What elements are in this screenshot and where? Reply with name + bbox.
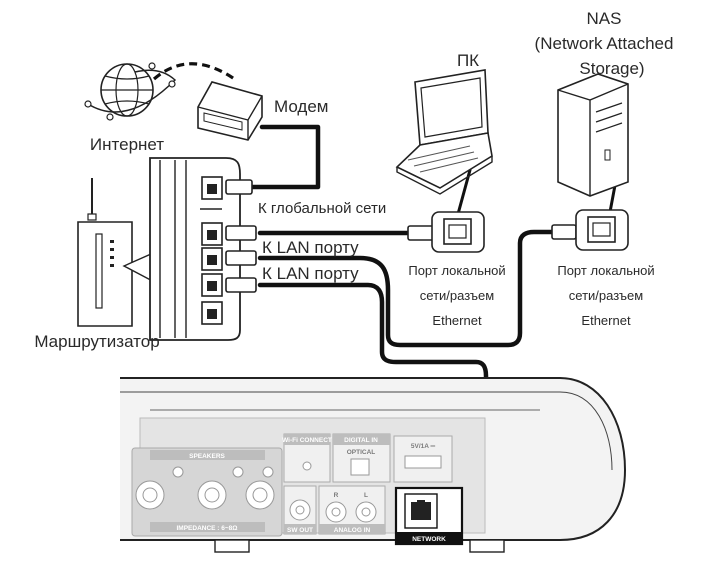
sw-out-block: SW OUT — [283, 485, 317, 535]
nas-icon — [557, 73, 629, 197]
nas-label-line1: NAS — [587, 9, 622, 28]
modem-icon — [197, 81, 263, 141]
impedance-label: IMPEDANCE : 6~8Ω — [176, 525, 237, 532]
pc-port-label-line2: сети/разъем — [420, 288, 494, 303]
digital-in-label: DIGITAL IN — [344, 437, 378, 444]
optical-label: OPTICAL — [347, 449, 376, 456]
internet-globe-icon — [84, 62, 177, 121]
nas-port-label-line1: Порт локальной — [557, 263, 654, 278]
optical-port-icon — [350, 458, 370, 476]
analog-in-block: R L ANALOG IN — [318, 485, 386, 535]
nas-port-label-line2: сети/разъем — [569, 288, 643, 303]
analog-r-label: R — [334, 492, 339, 499]
pc-label: ПК — [457, 51, 479, 70]
lan-port-label-2: К LAN порту — [262, 264, 359, 283]
router-port-panel — [149, 157, 241, 341]
nas-port-callout — [575, 209, 629, 251]
usb-block: 5V/1A ═ — [393, 435, 453, 483]
pc-port-label-line1: Порт локальной — [408, 263, 505, 278]
pc-port-label-line3: Ethernet — [432, 313, 482, 328]
plug-icons — [225, 179, 577, 520]
wireless-link — [152, 62, 237, 82]
lan-port-3-icon — [201, 273, 223, 297]
analog-in-label: ANALOG IN — [334, 527, 371, 534]
internet-label: Интернет — [90, 135, 164, 154]
wifi-connect-label: Wi-Fi CONNECT — [282, 437, 332, 444]
lan-port-label-1: К LAN порту — [262, 238, 359, 257]
lan-port-4-icon — [201, 301, 223, 325]
network-label: NETWORK — [412, 536, 446, 543]
analog-l-label: L — [364, 492, 368, 499]
lan-port-1-icon — [201, 222, 223, 246]
wifi-connect-button-icon — [302, 461, 312, 471]
nas-lan-cable — [257, 229, 559, 348]
wan-port-label: К глобальной сети — [258, 200, 386, 217]
nas-port-label-line3: Ethernet — [581, 313, 631, 328]
network-port-block: NETWORK — [394, 486, 464, 546]
pc-port-callout — [431, 211, 485, 253]
lan-port-2-icon — [201, 247, 223, 271]
nas-label-line2: (Network Attached — [535, 34, 674, 53]
sw-out-label: SW OUT — [287, 527, 313, 534]
speakers-label: SPEAKERS — [189, 453, 225, 460]
wan-cable — [247, 124, 321, 190]
digital-in-block: DIGITAL IN OPTICAL — [332, 433, 391, 483]
usb-label: 5V/1A ═ — [411, 443, 436, 450]
speakers-block: SPEAKERS IMPEDANCE : 6~8Ω — [131, 447, 283, 537]
router-label: Маршрутизатор — [34, 332, 159, 351]
speaker-terminal-icons — [135, 466, 275, 510]
laptop-icon — [395, 69, 493, 195]
device-rear-panel: SPEAKERS IMPEDANCE : 6~8Ω Wi-Fi CONNECT … — [120, 377, 627, 553]
wifi-connect-block: Wi-Fi CONNECT — [282, 433, 332, 483]
modem-label: Модем — [274, 97, 329, 116]
router-icon — [77, 178, 161, 327]
usb-port-icon — [404, 455, 442, 469]
wan-port-icon — [201, 176, 223, 200]
nas-label-line3: Storage) — [579, 59, 644, 78]
